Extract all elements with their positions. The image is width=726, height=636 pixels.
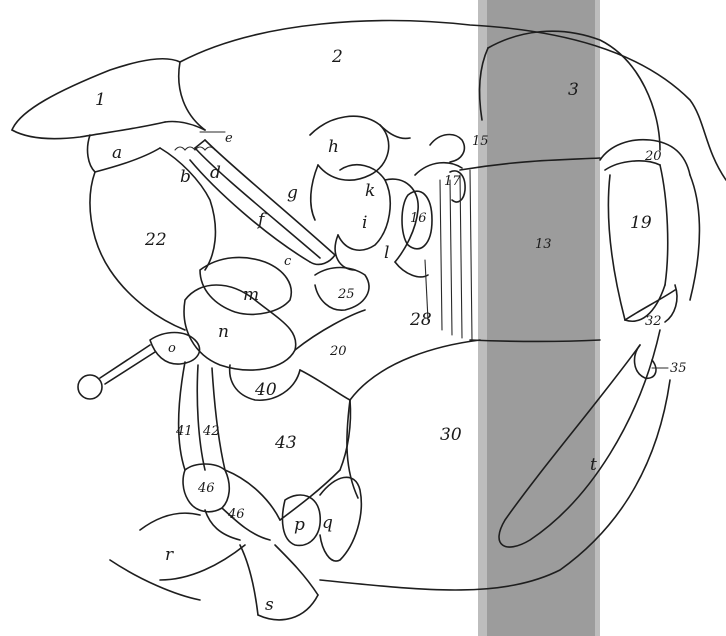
label-l: l [384, 243, 389, 263]
grey-stripe [478, 0, 600, 636]
label-30: 30 [440, 425, 462, 445]
label-c: c [284, 254, 292, 269]
label-h: h [328, 137, 339, 157]
label-g: g [287, 183, 298, 203]
label-1: 1 [95, 90, 106, 110]
label-41: 41 [175, 424, 193, 439]
label-46-b: 46 [227, 507, 245, 522]
label-22: 22 [144, 230, 167, 250]
label-32: 32 [645, 314, 662, 329]
label-m: m [243, 285, 259, 305]
label-2: 2 [331, 47, 343, 67]
label-q: q [322, 513, 333, 533]
label-13: 13 [535, 237, 552, 252]
label-15: 15 [472, 134, 489, 149]
label-20-top: 20 [644, 149, 662, 164]
label-i: i [362, 213, 367, 233]
label-n: n [218, 322, 229, 342]
label-20-mid: 20 [329, 344, 347, 359]
label-17: 17 [444, 174, 461, 189]
label-25: 25 [337, 287, 355, 302]
label-o: o [168, 341, 176, 356]
label-42: 42 [202, 424, 220, 439]
label-p: p [294, 515, 305, 535]
label-b: b [180, 167, 191, 187]
label-r: r [165, 545, 174, 565]
label-40: 40 [254, 380, 277, 400]
outline-drawing [12, 21, 726, 620]
label-a: a [112, 143, 122, 163]
label-16: 16 [410, 211, 427, 226]
label-35: 35 [670, 361, 687, 376]
label-3: 3 [568, 80, 579, 100]
label-46-a: 46 [197, 481, 215, 496]
label-f: f [256, 210, 267, 230]
label-k: k [365, 181, 375, 201]
label-28: 28 [409, 310, 432, 330]
label-43: 43 [274, 433, 297, 453]
label-19: 19 [630, 213, 652, 233]
label-t: t [590, 455, 597, 475]
label-d: d [210, 163, 221, 183]
label-s: s [265, 595, 274, 615]
label-e: e [225, 131, 233, 146]
